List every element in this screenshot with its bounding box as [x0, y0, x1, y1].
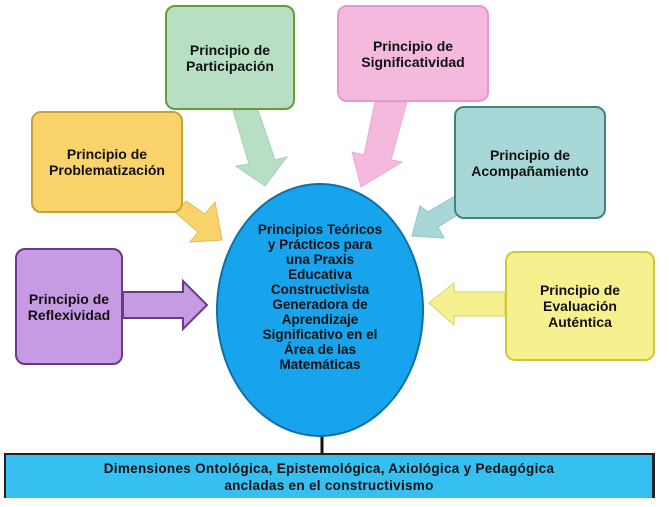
arrow-reflexividad — [122, 278, 209, 332]
base-label: Dimensiones Ontológica, Epistemológica, … — [103, 460, 555, 493]
center-label: Principios Teóricos y Prácticos para una… — [257, 222, 383, 372]
arrow-problematizacion — [175, 200, 223, 243]
principle-label: Principio de Evaluación Auténtica — [539, 282, 621, 330]
principle-significatividad: Principio de Significatividad — [337, 5, 489, 102]
principle-acompanamiento: Principio de Acompañamiento — [454, 106, 606, 219]
principle-reflexividad: Principio de Reflexividad — [15, 248, 123, 365]
arrow-evaluacion — [428, 281, 506, 327]
principle-label: Principio de Participación — [186, 41, 274, 74]
principle-evaluacion-autentica: Principio de Evaluación Auténtica — [505, 251, 655, 361]
principle-problematizacion: Principio de Problematización — [31, 111, 183, 213]
principle-label: Principio de Reflexividad — [27, 290, 111, 323]
arrow-significatividad — [351, 101, 408, 188]
center-ellipse: Principios Teóricos y Prácticos para una… — [216, 183, 424, 437]
principle-participacion: Principio de Participación — [165, 5, 295, 110]
principle-label: Principio de Problematización — [49, 146, 165, 178]
base-dimensions-bar: Dimensiones Ontológica, Epistemológica, … — [4, 453, 655, 498]
principle-label: Principio de Significatividad — [361, 37, 465, 70]
principle-label: Principio de Acompañamiento — [471, 146, 589, 179]
arrow-participacion — [232, 109, 289, 187]
